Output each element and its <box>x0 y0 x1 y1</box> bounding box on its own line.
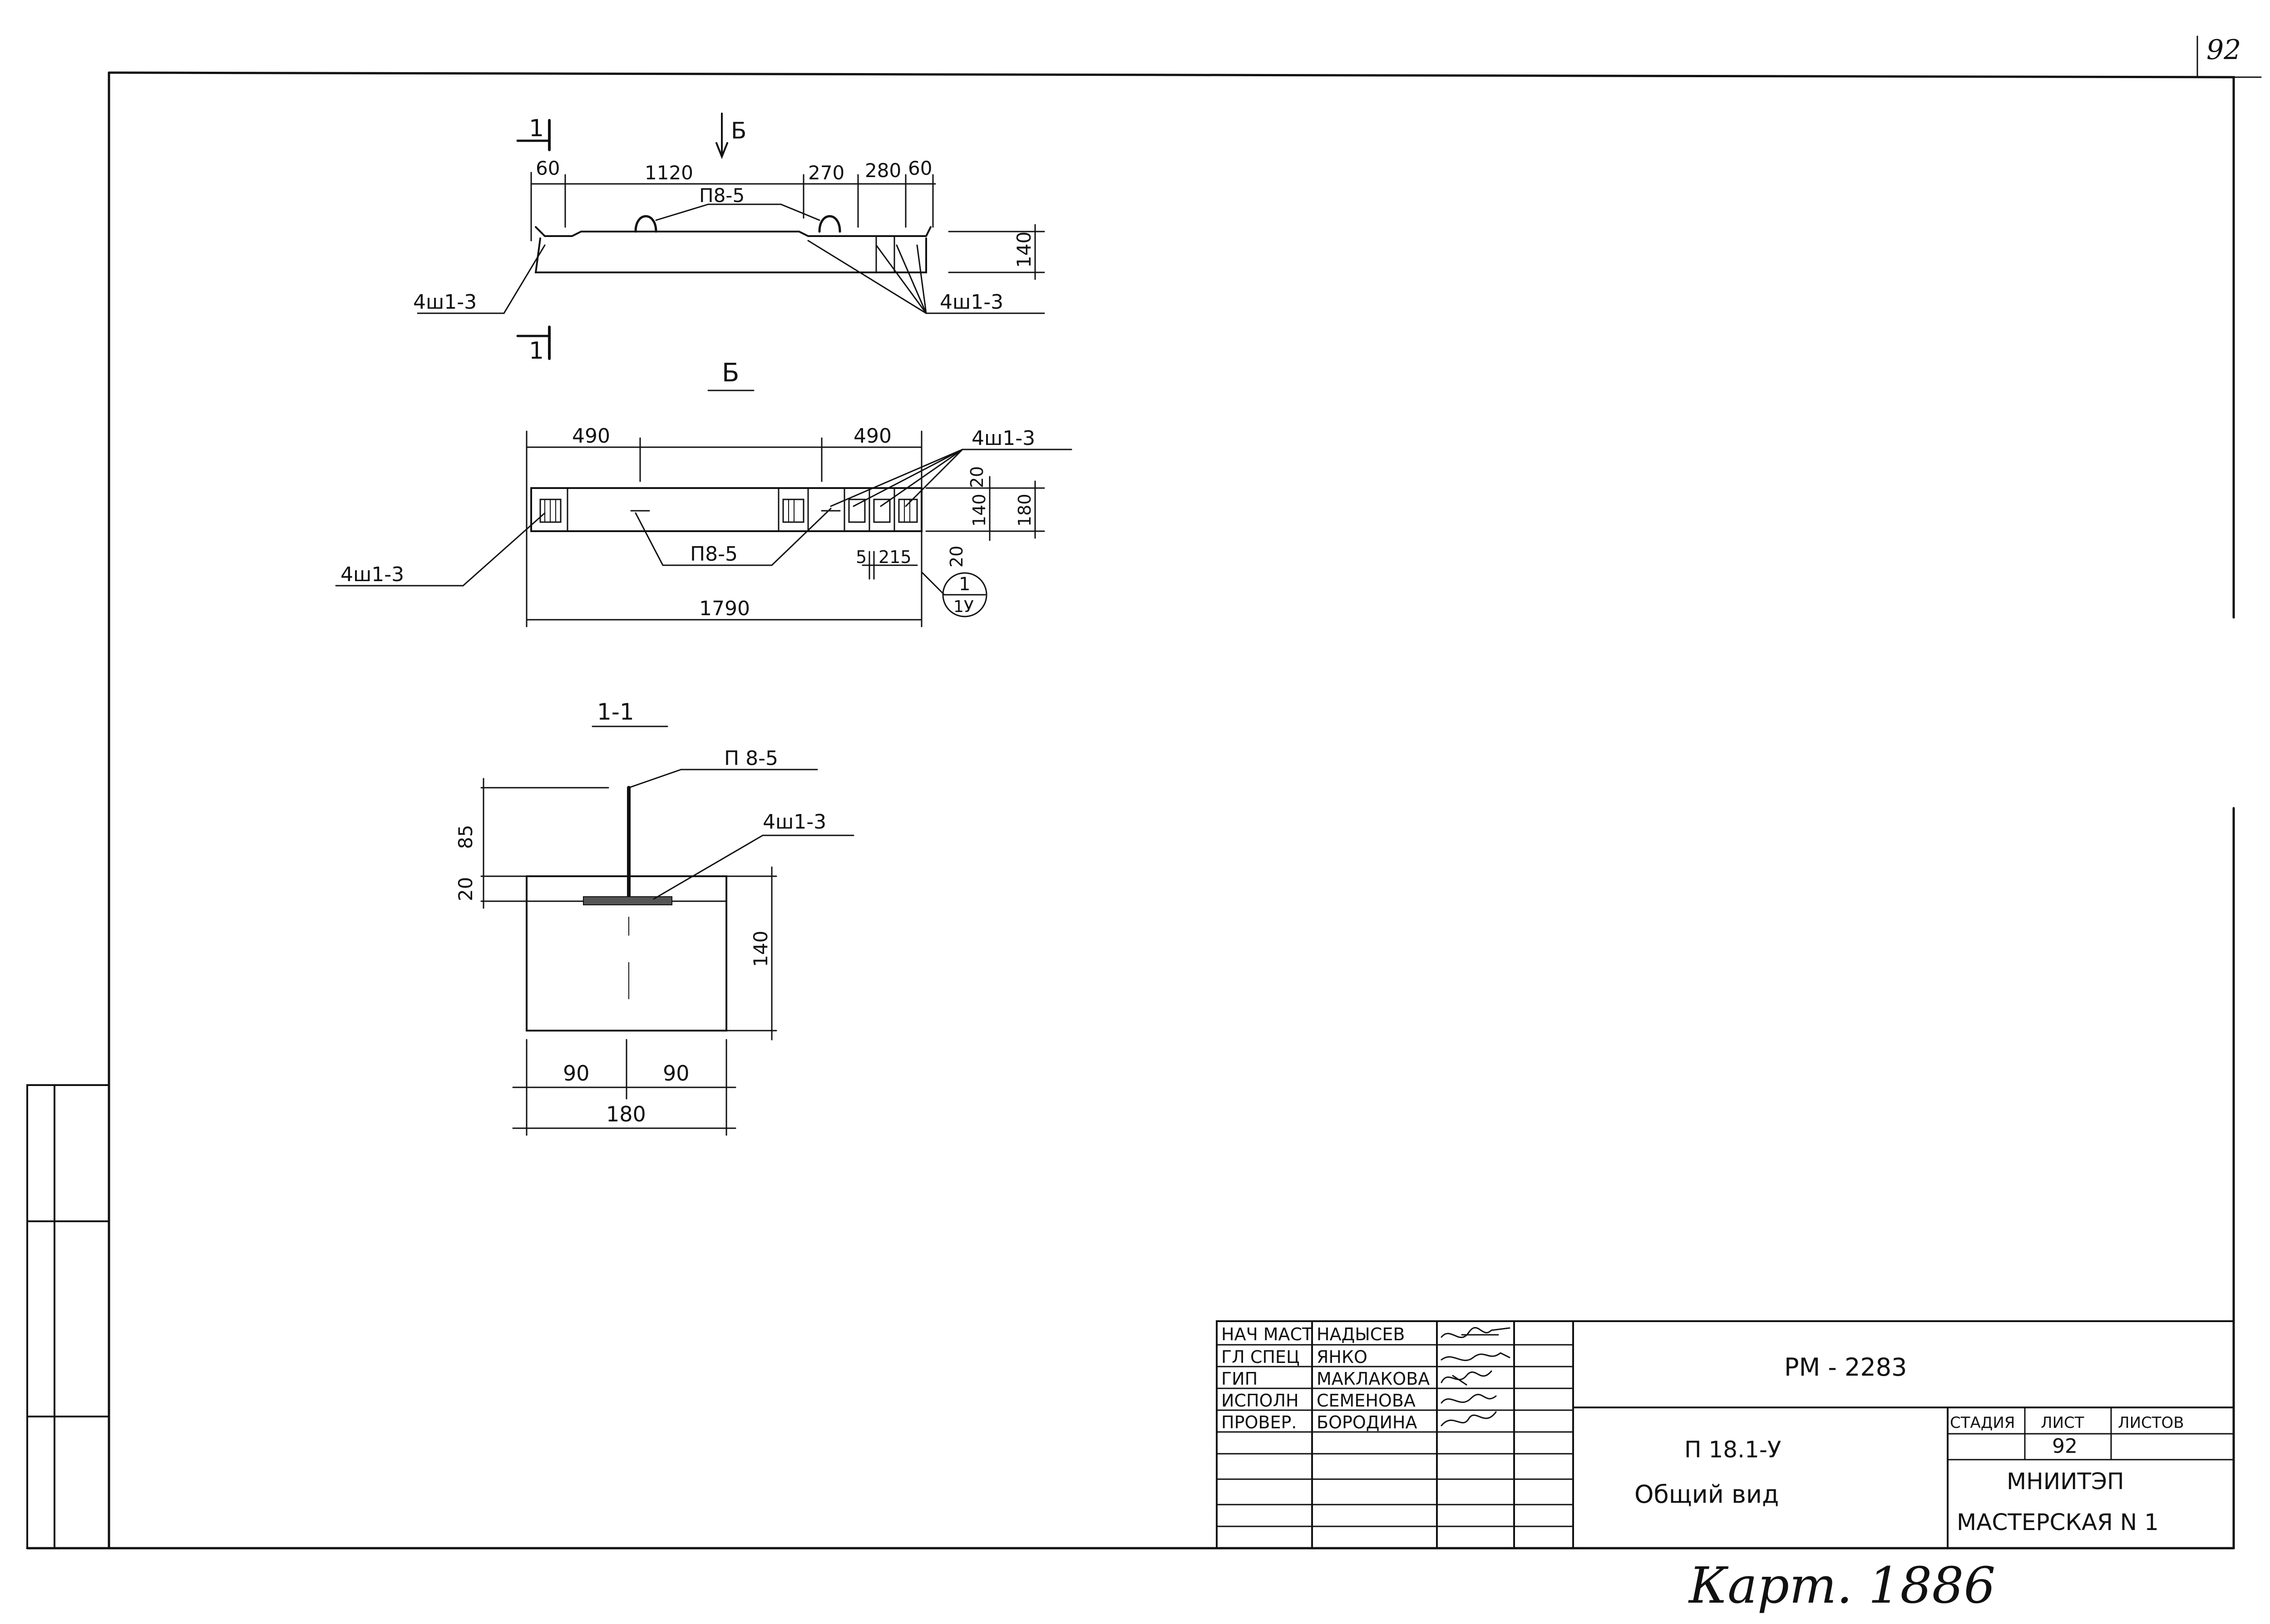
mesh-label-left-top: 4ш1-3 <box>413 291 477 314</box>
tb-org-line2: МАСТЕРСКАЯ N 1 <box>1957 1509 2159 1535</box>
dim-180-section: 180 <box>606 1102 646 1126</box>
rebar-label-section: П 8-5 <box>724 747 778 770</box>
tb-role-2: ГИП <box>1221 1369 1258 1389</box>
mesh-hatch-section <box>583 896 672 905</box>
mesh-label-right-top: 4ш1-3 <box>940 291 1003 314</box>
tb-role-0: НАЧ МАСТ <box>1221 1324 1313 1344</box>
tb-org-line1: МНИИТЭП <box>2007 1468 2124 1495</box>
dim-270: 270 <box>808 162 844 184</box>
dim-5: 5 <box>856 547 867 567</box>
tb-role-1: ГЛ СПЕЦ <box>1221 1347 1299 1367</box>
dim-60-right: 60 <box>908 157 932 179</box>
rebar-label-view-b: П8-5 <box>690 543 738 566</box>
tb-doc-code: РМ - 2283 <box>1784 1353 1907 1382</box>
tb-name-4: БОРОДИНА <box>1317 1412 1417 1432</box>
section-1-1-title: 1-1 <box>597 699 634 725</box>
view-b-title: Б <box>722 358 739 388</box>
dim-215: 215 <box>878 547 912 567</box>
tb-role-4: ПРОВЕР. <box>1221 1412 1297 1432</box>
dim-1120: 1120 <box>645 162 693 184</box>
dim-490-right: 490 <box>854 425 892 448</box>
view-b: Б 490 490 <box>335 358 1072 627</box>
dim-20-section: 20 <box>454 877 477 901</box>
footer-handwritten-note: Карт. 1886 <box>1688 1556 1995 1614</box>
dim-20-bottom: 20 <box>947 546 967 568</box>
tb-name-0: НАДЫСЕВ <box>1317 1324 1405 1344</box>
dim-180-view-b: 180 <box>1015 494 1035 527</box>
tb-product: П 18.1-У <box>1684 1436 1781 1463</box>
tb-sheets-header: ЛИСТОВ <box>2118 1414 2184 1432</box>
mesh-label-right-view-b: 4ш1-3 <box>972 427 1035 450</box>
tb-sheet-value: 92 <box>2052 1435 2078 1458</box>
dim-20-top: 20 <box>967 466 987 488</box>
section-1-1: 1-1 П 8-5 4ш1-3 85 20 140 90 <box>454 699 854 1136</box>
mesh-label-section: 4ш1-3 <box>763 810 826 834</box>
tb-sheet-header: ЛИСТ <box>2041 1414 2084 1432</box>
corner-sheet-number: 92 <box>2206 34 2241 66</box>
tb-name-3: СЕМЕНОВА <box>1317 1391 1416 1411</box>
dim-280: 280 <box>865 159 901 182</box>
dim-90-right: 90 <box>663 1061 690 1086</box>
callout-sheet: 1У <box>953 597 974 616</box>
mesh-label-left-view-b: 4ш1-3 <box>340 563 404 586</box>
signatures <box>1441 1327 1510 1427</box>
title-block: НАЧ МАСТ НАДЫСЕВ ГЛ СПЕЦ ЯНКО ГИП МАКЛАК… <box>1216 1320 2235 1549</box>
binding-strip <box>26 1084 110 1549</box>
section-marker-top: 1 <box>529 115 544 142</box>
tb-name-2: МАКЛАКОВА <box>1317 1369 1430 1389</box>
dim-90-left: 90 <box>563 1061 590 1086</box>
view-marker-b: Б <box>731 118 746 144</box>
dim-85: 85 <box>454 825 477 849</box>
dim-60-left: 60 <box>536 157 560 179</box>
dim-490-left: 490 <box>572 425 610 448</box>
tb-role-3: ИСПОЛН <box>1221 1391 1299 1411</box>
plan-view-top: 1 1 Б 60 1120 270 280 60 П8-5 <box>413 113 1045 365</box>
section-marker-bottom: 1 <box>529 337 544 365</box>
tb-name-1: ЯНКО <box>1317 1347 1367 1367</box>
dim-1790: 1790 <box>699 597 750 620</box>
dim-140-view-b: 140 <box>969 494 989 527</box>
callout-number: 1 <box>959 574 970 595</box>
rebar-label-top: П8-5 <box>699 184 745 207</box>
tb-drawing-name: Общий вид <box>1634 1480 1779 1509</box>
dim-140-height: 140 <box>1013 232 1035 268</box>
mesh-hatch-group <box>539 499 918 523</box>
tb-stage-header: СТАДИЯ <box>1950 1414 2015 1432</box>
dim-140-section: 140 <box>750 931 772 967</box>
